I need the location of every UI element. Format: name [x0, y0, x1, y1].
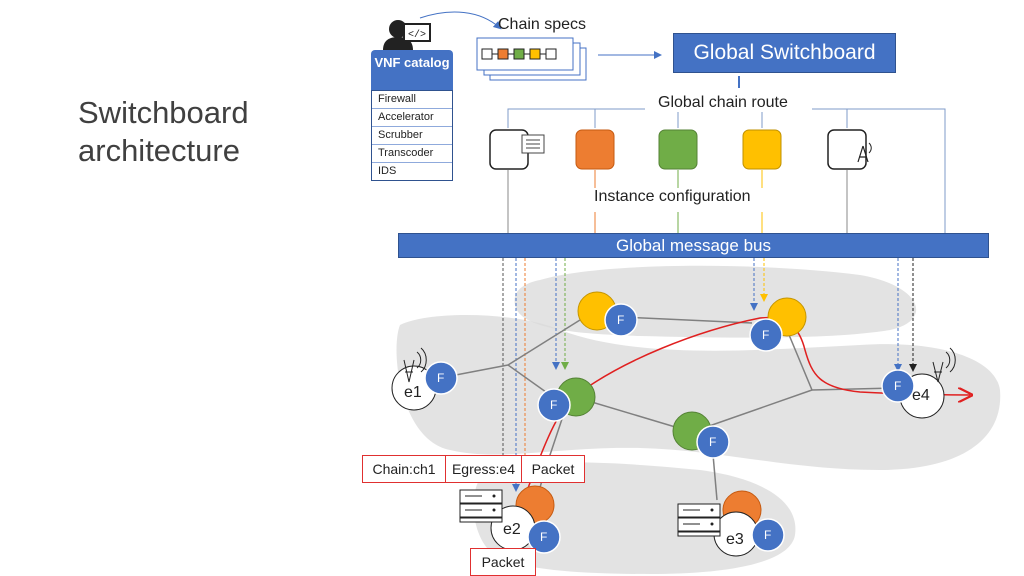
edge-e3-label: e3	[726, 531, 744, 548]
edge-e2-label: e2	[503, 521, 521, 538]
instance-configuration-label: Instance configuration	[593, 188, 752, 206]
chain-specs-icon	[476, 37, 587, 81]
server-icon	[459, 489, 503, 523]
controller-row	[489, 129, 872, 170]
firewall-controller	[575, 129, 615, 170]
server-icon	[677, 503, 721, 537]
region-middle	[396, 314, 1001, 470]
region-top	[514, 265, 917, 338]
packet-header-chain: Chain:ch1	[362, 455, 446, 483]
chain-specs-label: Chain specs	[498, 16, 587, 33]
edge-controller	[827, 129, 872, 170]
control-lines	[507, 76, 946, 233]
forwarders: F F F F F F F F	[424, 303, 915, 554]
accelerator-controller	[742, 129, 782, 170]
forwarder: F	[881, 369, 915, 403]
scrubber-controller	[658, 129, 698, 170]
catalog-controller	[489, 129, 545, 170]
svg-text:F: F	[540, 530, 547, 544]
author-to-specs-arrow	[419, 11, 502, 30]
edge-e4-label: e4	[912, 387, 930, 404]
packet-bottom-box: Packet	[470, 548, 536, 576]
svg-text:F: F	[894, 379, 901, 393]
packet-header-payload: Packet	[521, 455, 585, 483]
svg-text:F: F	[762, 328, 769, 342]
antenna-icon	[945, 347, 956, 373]
forwarder: F	[751, 518, 785, 552]
slide-title-line2: architecture	[78, 133, 240, 168]
edge-e3: e3	[677, 503, 759, 557]
svg-text:F: F	[550, 398, 557, 412]
forwarder: F	[537, 388, 571, 422]
svg-text:F: F	[709, 435, 716, 449]
edge-e1-label: e1	[404, 384, 422, 401]
slide-title: Switchboard architecture	[78, 94, 249, 170]
vnf-catalog-title: VNF catalog	[371, 50, 453, 90]
antenna-icon	[416, 347, 427, 373]
slide-title-line1: Switchboard	[78, 95, 249, 130]
vnf-catalog-item: Accelerator	[372, 109, 452, 127]
config-arrows	[502, 258, 917, 492]
packet-header-egress: Egress:e4	[445, 455, 522, 483]
forwarder: F	[604, 303, 638, 337]
vnf-catalog-item: IDS	[378, 165, 397, 177]
network-regions	[396, 265, 1001, 574]
svg-text:</>: </>	[408, 29, 426, 41]
svg-text:F: F	[437, 371, 444, 385]
vnf-catalog-item: Transcoder	[372, 145, 452, 163]
global-switchboard-box: Global Switchboard	[673, 33, 896, 73]
forwarder: F	[749, 318, 783, 352]
svg-text:F: F	[617, 313, 624, 327]
instance-lines	[507, 170, 848, 233]
forwarder: F	[424, 361, 458, 395]
svg-text:F: F	[764, 528, 771, 542]
developer-icon: </>	[383, 20, 431, 50]
vnf-catalog-item: Scrubber	[372, 127, 452, 145]
forwarder: F	[696, 425, 730, 459]
global-chain-route-label: Global chain route	[654, 94, 792, 112]
global-message-bus: Global message bus	[398, 233, 989, 258]
vnf-catalog-list: Firewall Accelerator Scrubber Transcoder…	[371, 90, 453, 181]
vnf-catalog-item: Firewall	[372, 91, 452, 109]
forwarder: F	[527, 520, 561, 554]
